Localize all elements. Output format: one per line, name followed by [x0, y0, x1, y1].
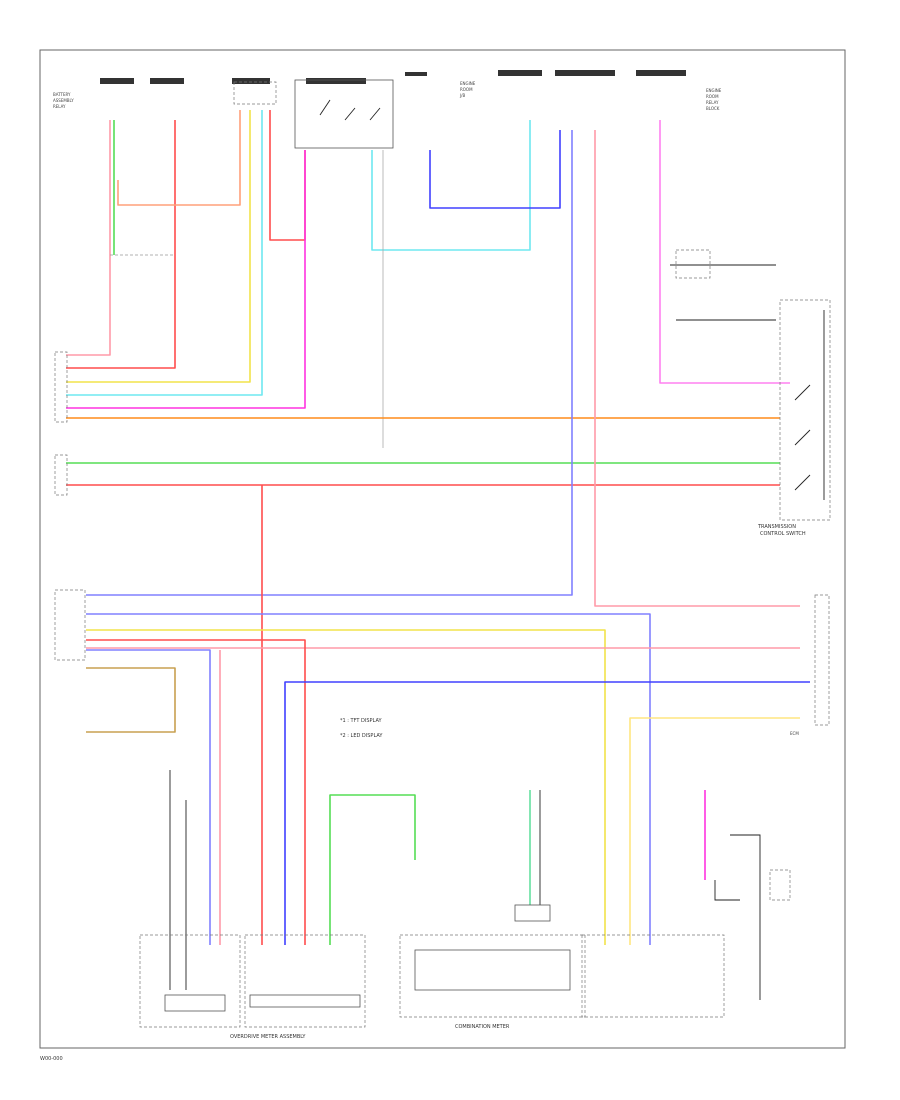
svg-text:ECM: ECM [790, 731, 799, 736]
svg-text:J/B: J/B [459, 93, 466, 98]
left-connectors [54, 351, 86, 661]
diagram-frame [39, 49, 846, 1049]
svg-text:RELAY: RELAY [53, 104, 66, 109]
legend-line-2: *2 : LED DISPLAY [340, 733, 383, 739]
overdrive-meter-label: OVERDRIVE METER ASSEMBLY [230, 1034, 306, 1040]
svg-text:ENGINE: ENGINE [460, 81, 476, 86]
right-connector-column: ECM [790, 594, 830, 736]
svg-text:BLOCK: BLOCK [706, 106, 720, 111]
transmission-switch-block: TRANSMISSION CONTROL SWITCH [670, 249, 831, 537]
inset-legend: *1 : TFT DISPLAY *2 : LED DISPLAY [340, 718, 383, 739]
footer-code: W00-000 [40, 1056, 63, 1062]
svg-text:ROOM: ROOM [706, 94, 719, 99]
svg-text:RELAY: RELAY [706, 100, 719, 105]
transmission-switch-label-1: TRANSMISSION [757, 524, 796, 530]
combination-meter-label: COMBINATION METER [455, 1024, 510, 1030]
svg-text:ASSEMBLY: ASSEMBLY [53, 98, 74, 103]
wires [66, 110, 810, 1000]
svg-text:ROOM: ROOM [460, 87, 473, 92]
legend-line-1: *1 : TFT DISPLAY [340, 718, 382, 724]
bottom-components: OVERDRIVE METER ASSEMBLY COMBINATION MET… [139, 869, 791, 1040]
transmission-switch-label-2: CONTROL SWITCH [760, 531, 806, 537]
top-fuse-headers: BATTERY ASSEMBLY RELAY ENGINE ROOM J/B E… [53, 70, 722, 149]
svg-text:ENGINE: ENGINE [706, 88, 722, 93]
svg-text:BATTERY: BATTERY [53, 92, 71, 97]
